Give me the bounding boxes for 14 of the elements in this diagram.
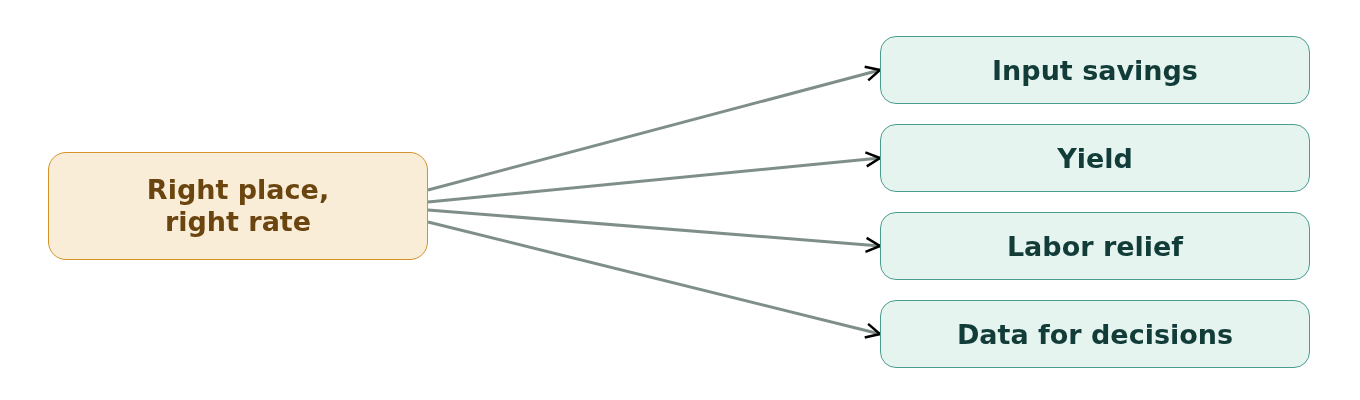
- source-box: [48, 152, 428, 260]
- node-label: Data for decisions: [956, 318, 1234, 350]
- arrow: [427, 151, 882, 204]
- outcome-box: [880, 300, 1310, 368]
- node-label: Right place, right rate: [145, 173, 331, 239]
- node-label: Yield: [1057, 142, 1133, 174]
- arrow: [427, 65, 882, 192]
- outcome-box: [880, 124, 1310, 192]
- node-label: Labor relief: [1006, 230, 1184, 262]
- outcome-box: [880, 36, 1310, 104]
- node-label: Input savings: [992, 54, 1198, 86]
- outcome-box: [880, 212, 1310, 280]
- arrow: [427, 208, 882, 254]
- arrow: [427, 220, 882, 339]
